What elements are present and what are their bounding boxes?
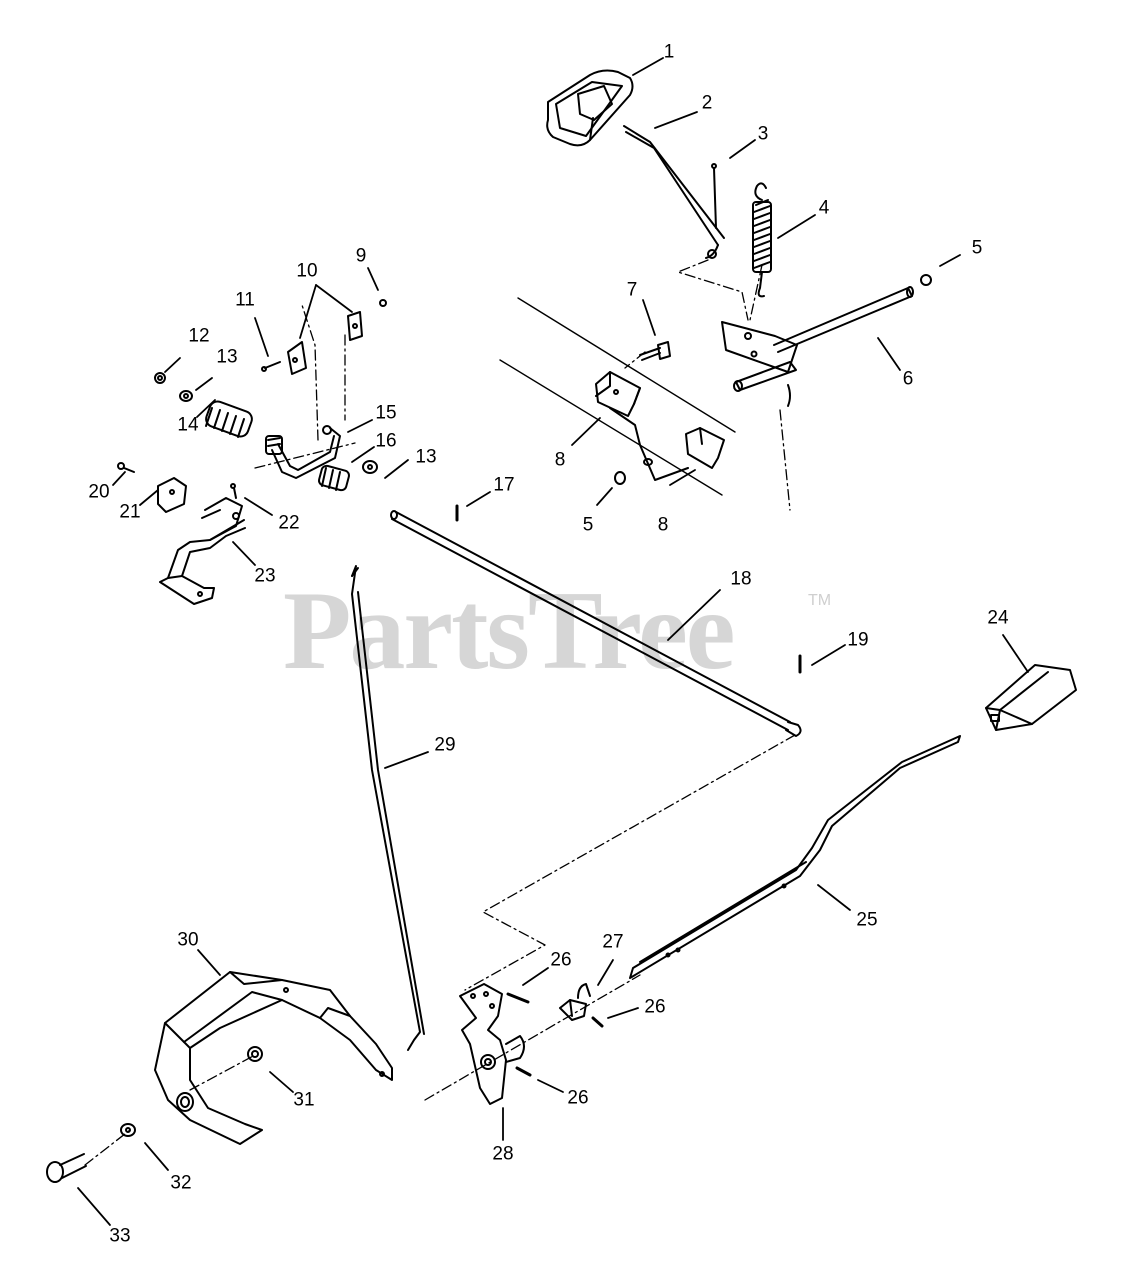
pin-part-26-c	[515, 1066, 532, 1077]
callout-13: 13	[216, 346, 238, 368]
leader-lines	[77, 57, 1029, 1226]
bracket-part-8-top	[595, 371, 641, 417]
bolt-part-7	[639, 341, 671, 361]
callout-31: 31	[293, 1089, 315, 1111]
bolt-part-33	[46, 1153, 87, 1183]
bracket-part-30	[154, 971, 393, 1145]
callout-3: 3	[757, 123, 769, 145]
callout-29: 29	[434, 734, 456, 756]
mounting-bracket-part-23	[159, 497, 246, 605]
long-rod-part-18	[390, 510, 802, 737]
extension-spring-part-4	[752, 182, 772, 298]
bracket-part-8-bottom	[609, 407, 725, 481]
screw-part-22	[230, 483, 237, 499]
pin-part-26-b	[591, 1016, 604, 1028]
callout-32: 32	[170, 1172, 192, 1194]
screw-part-9	[379, 299, 387, 307]
washer-part-32	[120, 1123, 136, 1137]
callout-26: 26	[644, 996, 666, 1018]
callout-14: 14	[177, 414, 199, 436]
pedal-pad-part-24	[985, 664, 1077, 731]
frame-reference-lines	[499, 297, 736, 496]
callout-24: 24	[987, 607, 1009, 629]
callout-13: 13	[415, 446, 437, 468]
callout-33: 33	[109, 1225, 131, 1247]
watermark-trademark: TM	[808, 592, 832, 609]
screw-part-11	[261, 361, 281, 372]
callout-27: 27	[602, 931, 624, 953]
callout-4: 4	[818, 197, 830, 219]
callout-8: 8	[657, 514, 669, 536]
callout-15: 15	[375, 402, 397, 424]
spring-part-14	[205, 400, 253, 438]
pin-part-26-a	[506, 992, 530, 1004]
pedal-rod-part-2	[623, 125, 725, 259]
pedal-shaft-part-6	[721, 286, 914, 407]
nut-part-31	[247, 1046, 263, 1062]
callout-8: 8	[554, 449, 566, 471]
callout-20: 20	[88, 481, 110, 503]
clip-part-27	[559, 983, 591, 1021]
pivot-plate-part-28	[459, 983, 525, 1105]
callout-2: 2	[701, 92, 713, 114]
actuator-rod-part-15	[265, 425, 341, 479]
pedal-arm-part-25	[629, 735, 961, 979]
callout-11: 11	[235, 289, 255, 311]
callout-30: 30	[177, 929, 199, 951]
washer-part-13-a	[179, 390, 193, 402]
vertical-rod-part-29	[351, 565, 425, 1051]
callout-5: 5	[971, 237, 983, 259]
callout-23: 23	[254, 565, 276, 587]
callout-17: 17	[493, 474, 515, 496]
callout-5: 5	[582, 514, 594, 536]
callout-18: 18	[730, 568, 752, 590]
callout-25: 25	[856, 909, 878, 931]
callout-10: 10	[296, 260, 318, 282]
spring-part-16	[318, 464, 350, 492]
pin-part-3	[711, 163, 717, 229]
pedal-pad-part-1	[546, 69, 634, 147]
washer-part-5-top	[920, 274, 932, 286]
washer-part-5-bottom	[614, 471, 626, 485]
callout-9: 9	[355, 245, 367, 267]
nut-part-12	[154, 372, 166, 384]
callout-16: 16	[375, 430, 397, 452]
callout-28: 28	[492, 1143, 514, 1165]
callout-26: 26	[567, 1087, 589, 1109]
callout-12: 12	[188, 325, 210, 347]
callout-26: 26	[550, 949, 572, 971]
callout-22: 22	[278, 512, 300, 534]
screw-part-20	[117, 462, 135, 473]
plate-part-21	[157, 477, 187, 513]
washer-part-13-b	[362, 460, 378, 474]
link-plate-part-10	[287, 311, 363, 375]
callout-21: 21	[119, 501, 141, 523]
callout-1: 1	[663, 41, 675, 63]
callout-6: 6	[902, 368, 914, 390]
callout-7: 7	[626, 279, 638, 301]
callout-19: 19	[847, 629, 869, 651]
